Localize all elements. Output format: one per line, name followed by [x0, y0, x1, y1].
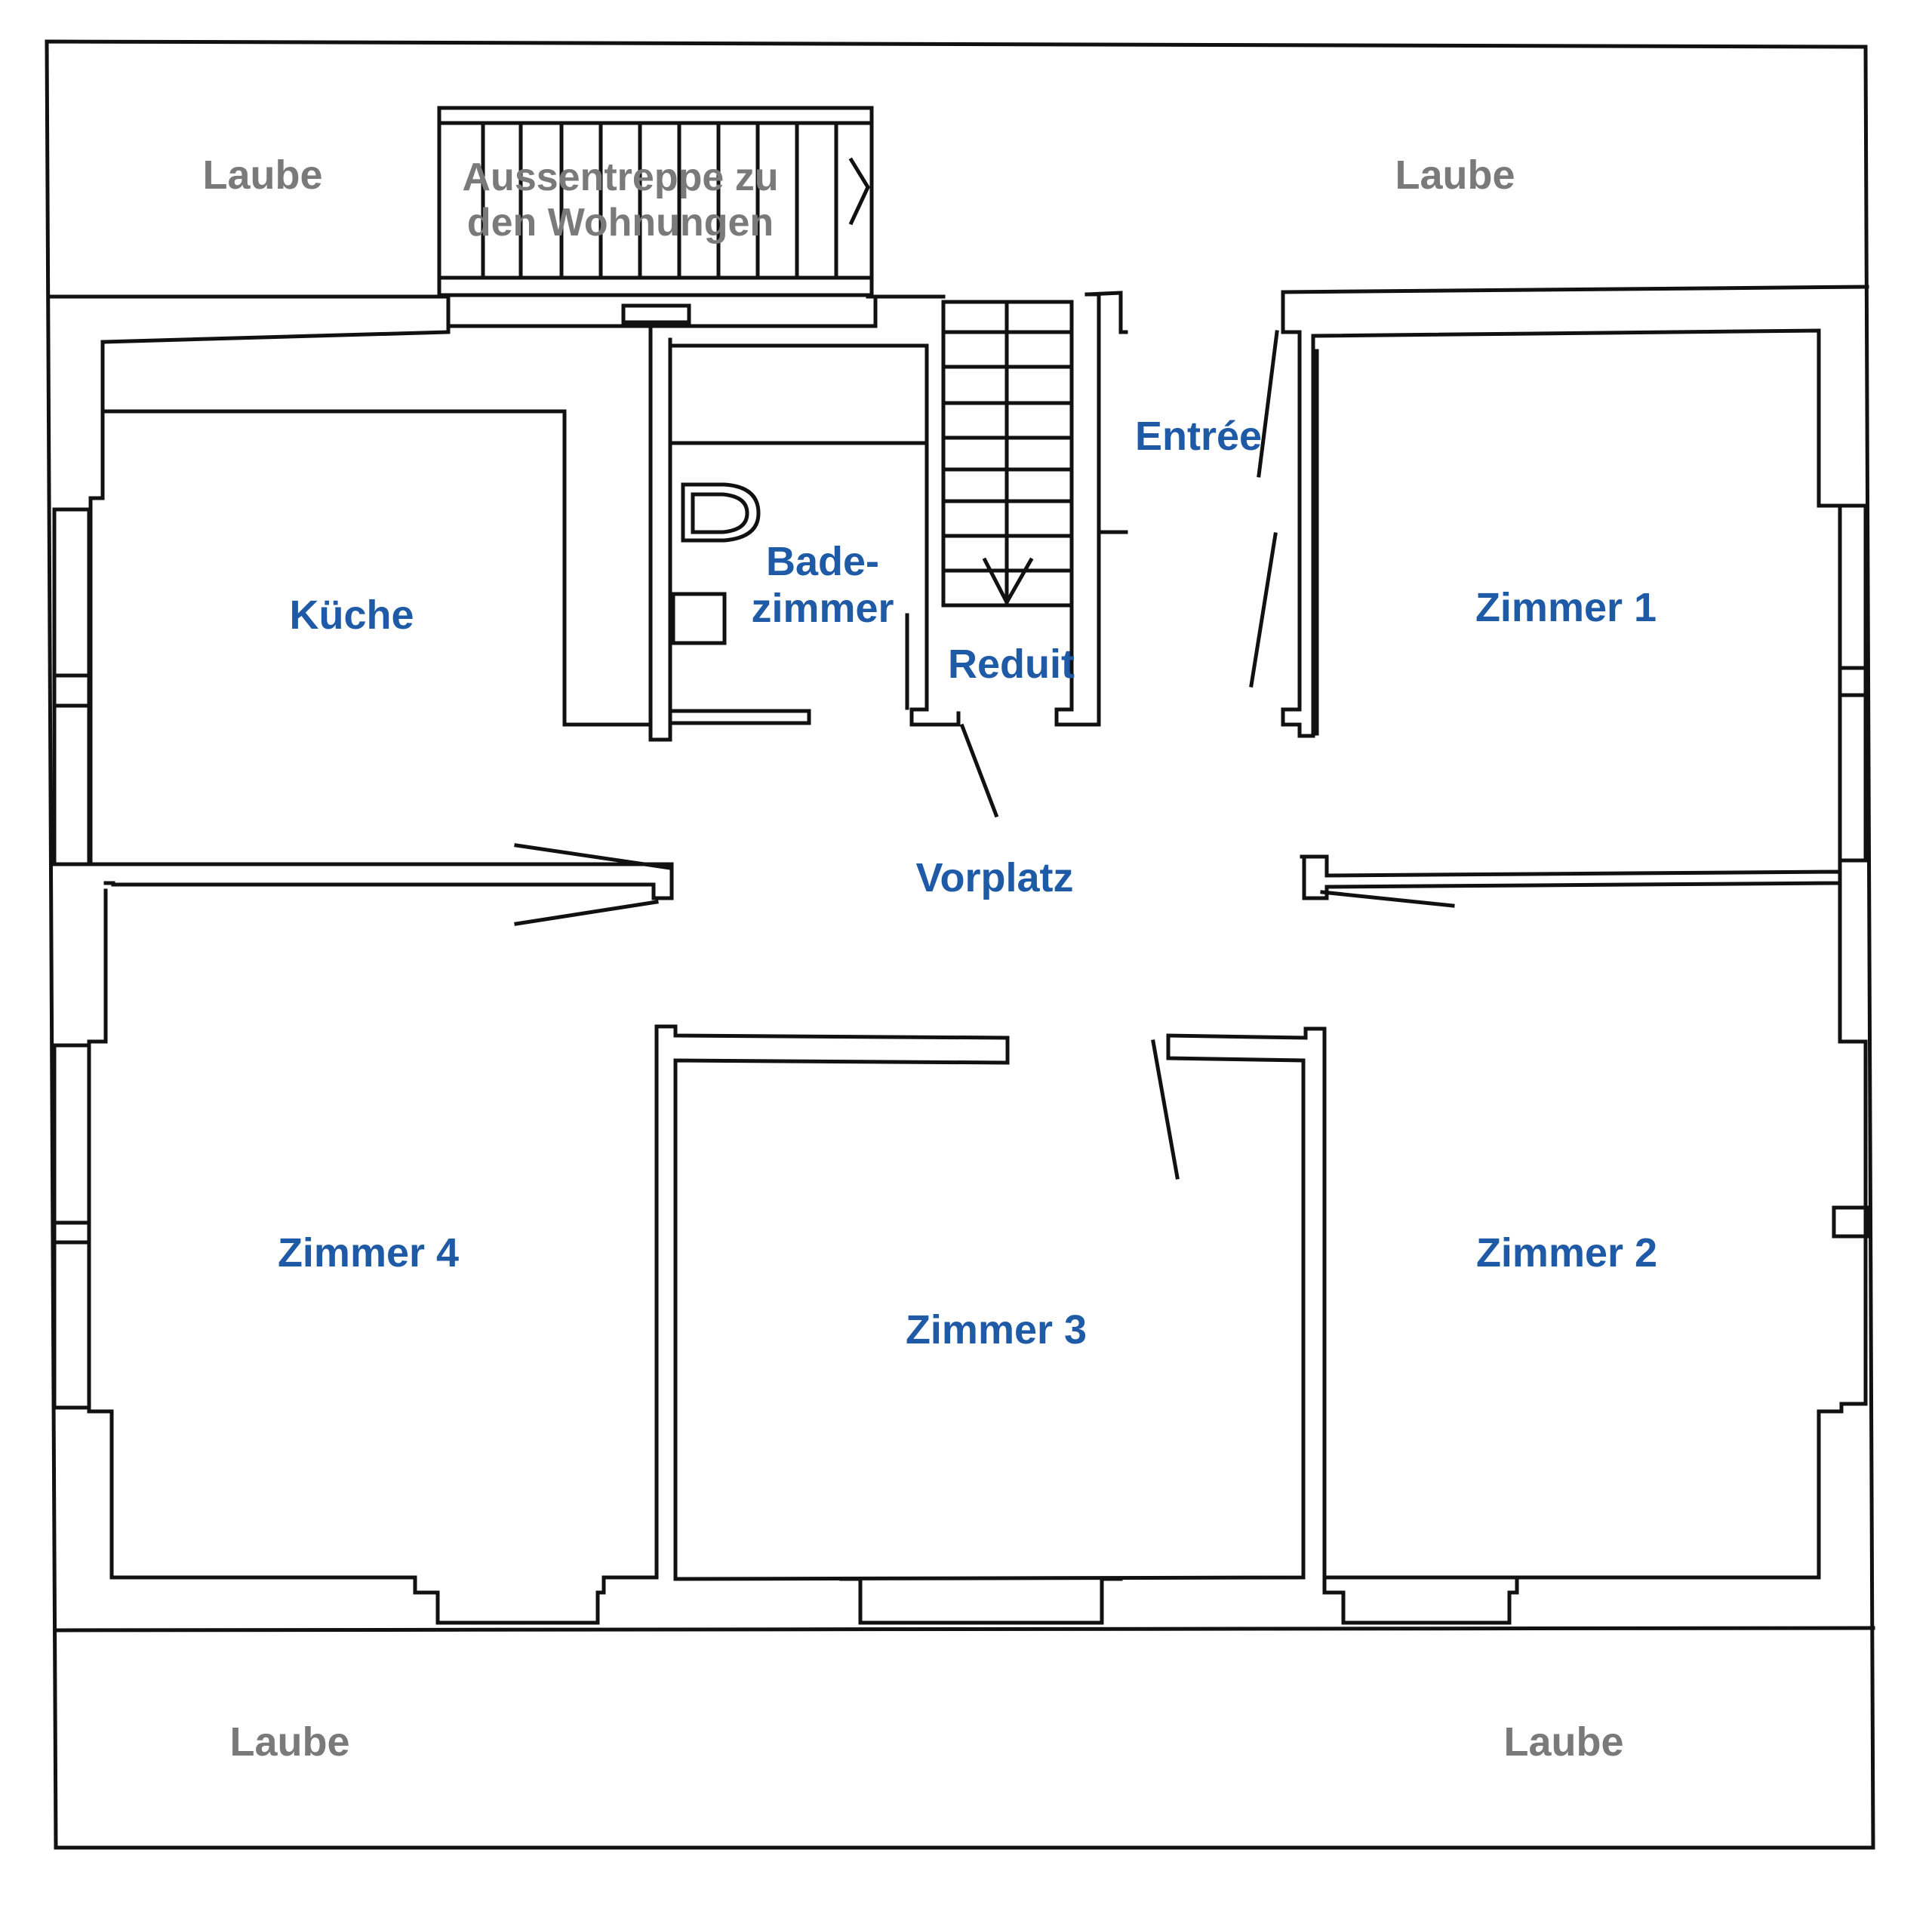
zimmer4-window-left-2 — [52, 1220, 91, 1245]
room-label-bad-line2: zimmer — [751, 586, 894, 631]
room-label-zimmer4: Zimmer 4 — [277, 1229, 460, 1276]
kueche-wall-inner — [102, 409, 651, 727]
zimmer1-window-right — [1838, 503, 1868, 863]
zimmer2-window-right — [1832, 1205, 1869, 1239]
zimmer4-zimmer3-wall — [595, 1024, 659, 1625]
zimmer1-wall-outer — [1281, 290, 1842, 874]
laube-top-left-label: Laube — [202, 152, 323, 198]
kueche-zimmer4-wall — [54, 862, 674, 900]
top-laube-line-right — [1281, 285, 1869, 294]
room-label-zimmer2: Zimmer 2 — [1475, 1229, 1658, 1276]
zimmer3-wall-top-left — [654, 1024, 1010, 1581]
toilet-icon — [681, 482, 761, 543]
bad-wall-bottom — [668, 709, 811, 725]
kueche-bad-partition — [648, 322, 672, 742]
exterior-stair-label-line1: Aussentreppe zu — [462, 155, 779, 200]
entree-door-upper — [1257, 330, 1279, 478]
sink-icon — [671, 592, 727, 645]
zimmer4-wall — [87, 888, 440, 1625]
bottom-laube-line — [54, 1626, 1875, 1633]
kueche-window-left-2 — [52, 673, 91, 708]
zimmer4-window-left — [52, 1043, 91, 1410]
room-label-entree: Entrée — [1134, 413, 1263, 459]
stair-arrow — [982, 557, 1034, 607]
zimmer1-window-right-2 — [1838, 666, 1868, 697]
exterior-stair-label: Aussentreppe zu den Wohnungen — [463, 155, 779, 246]
room-label-zimmer1: Zimmer 1 — [1475, 584, 1657, 630]
reduit-door — [959, 723, 999, 818]
room-label-badezimmer: Bade- zimmer — [751, 538, 894, 632]
kueche-door-upper — [514, 843, 672, 870]
laube-bottom-right-label: Laube — [1503, 1719, 1624, 1765]
zimmer3-walls — [677, 1026, 1327, 1581]
kueche-door-lower — [514, 900, 659, 926]
zimmer3-bottom — [839, 1577, 1123, 1625]
laube-bottom-left-label: Laube — [229, 1719, 350, 1765]
exterior-stair-label-line2: den Wohnungen — [466, 201, 774, 245]
bad-wall-top — [668, 343, 929, 712]
stair-landing — [446, 294, 878, 328]
exterior-stair-railing — [437, 106, 874, 297]
entree-door-lower — [1249, 532, 1278, 688]
room-label-bad-line1: Bade- — [765, 538, 880, 584]
door-threshold — [621, 303, 691, 325]
zimmer2-door — [1320, 890, 1455, 908]
room-label-zimmer3: Zimmer 3 — [905, 1306, 1088, 1353]
kueche-window-left — [52, 507, 91, 866]
zimmer3-door — [1151, 1039, 1180, 1180]
room-label-vorplatz: Vorplatz — [915, 854, 1074, 900]
room-label-kueche: Küche — [289, 592, 414, 638]
kueche-wall-outer — [88, 340, 105, 865]
room-label-reduit: Reduit — [948, 641, 1075, 687]
zimmer1-zimmer2-wall — [1300, 854, 1842, 900]
entree-wall-top — [1084, 291, 1128, 334]
stair-landing-left — [100, 324, 451, 344]
laube-top-right-label: Laube — [1395, 152, 1515, 198]
reduit-wall-left — [909, 707, 961, 727]
